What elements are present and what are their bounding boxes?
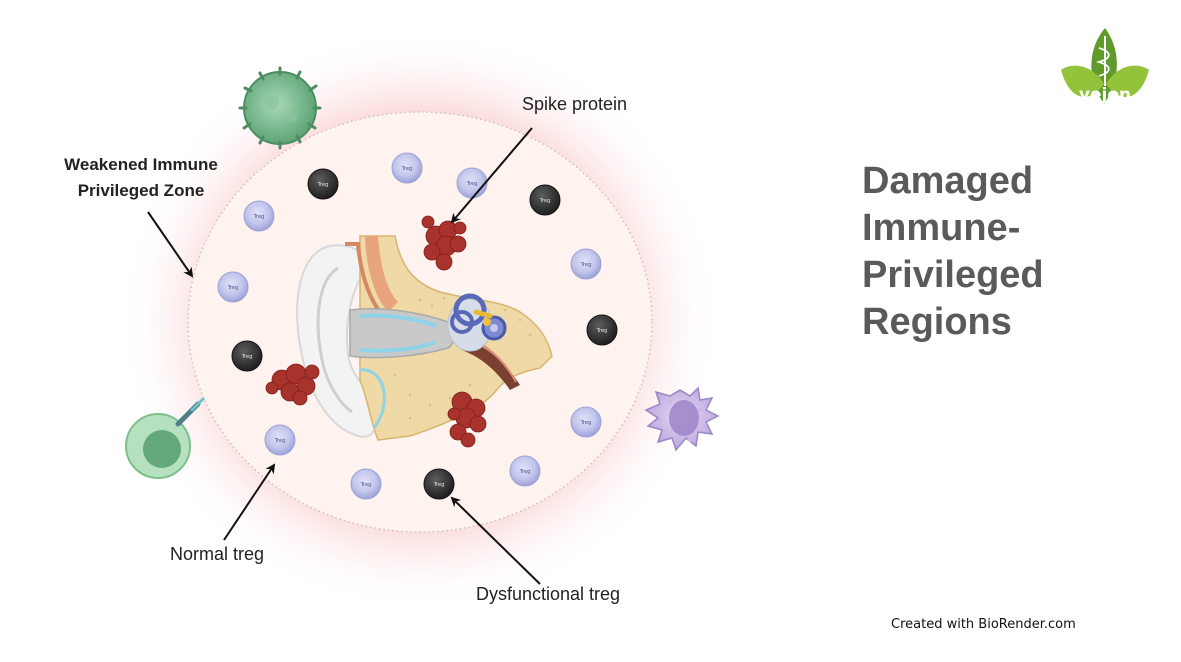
title-line-2: Immune- [862, 207, 1021, 249]
arrow-spike [450, 127, 533, 224]
normal-treg-cell: Treg [456, 167, 488, 199]
treg-cells: TregTregTregTregTregTregTregTregTregTreg… [217, 152, 618, 500]
treg-cell-label: Treg [596, 328, 608, 334]
normal-treg-cell: Treg [570, 248, 602, 280]
treg-cell-label: Treg [539, 198, 551, 204]
credit-text: Created with BioRender.com [891, 617, 1076, 632]
green-immune-cell [238, 66, 322, 150]
t-cell-with-receptor [125, 397, 205, 479]
purple-macrophage-cell [644, 386, 720, 452]
normal-treg-cell: Treg [391, 152, 423, 184]
arrow-zone [147, 211, 194, 278]
vejon-logo: vejon [1061, 28, 1149, 105]
dysfunctional-treg-cell: Treg [307, 168, 339, 200]
treg-cell-label: Treg [360, 482, 372, 488]
logo-text: vejon [1079, 85, 1131, 105]
treg-cell-label: Treg [433, 482, 445, 488]
treg-cell-label: Treg [580, 420, 592, 426]
normal-treg-cell: Treg [264, 424, 296, 456]
spike-protein-cluster [265, 363, 320, 406]
title-line-4: Regions [862, 301, 1012, 343]
normal-treg-cell: Treg [217, 271, 249, 303]
normal-treg-cell: Treg [509, 455, 541, 487]
treg-cell-label: Treg [466, 181, 478, 187]
treg-cell-label: Treg [253, 214, 265, 220]
spike-protein-label: Spike protein [522, 94, 628, 114]
treg-cell-label: Treg [317, 182, 329, 188]
ear-illustration [296, 235, 553, 441]
treg-cell-label: Treg [241, 354, 253, 360]
dysfunctional-treg-label: Dysfunctional treg [476, 584, 621, 604]
dysfunctional-treg-cell: Treg [529, 184, 561, 216]
zone-label: Weakened Immune Privileged Zone [48, 152, 234, 204]
treg-cell-label: Treg [580, 262, 592, 268]
dysfunctional-treg-cell: Treg [423, 468, 455, 500]
dysfunctional-treg-cell: Treg [231, 340, 263, 372]
zone-label-line1: Weakened Immune [64, 155, 218, 174]
page-title: Damaged Immune- Privileged Regions [862, 158, 1122, 346]
normal-treg-label: Normal treg [170, 544, 265, 564]
title-line-3: Privileged [862, 254, 1044, 296]
arrow-dysfunctional-treg [450, 496, 541, 585]
spike-protein-cluster [447, 391, 487, 448]
treg-cell-label: Treg [227, 285, 239, 291]
arrow-normal-treg [223, 463, 276, 541]
spike-protein-cluster [421, 215, 467, 271]
treg-cell-label: Treg [274, 438, 286, 444]
normal-treg-cell: Treg [570, 406, 602, 438]
dysfunctional-treg-cell: Treg [586, 314, 618, 346]
treg-cell-label: Treg [519, 469, 531, 475]
title-line-1: Damaged [862, 160, 1034, 202]
treg-cell-label: Treg [401, 166, 413, 172]
zone-label-line2: Privileged Zone [77, 181, 205, 200]
normal-treg-cell: Treg [350, 468, 382, 500]
normal-treg-cell: Treg [243, 200, 275, 232]
